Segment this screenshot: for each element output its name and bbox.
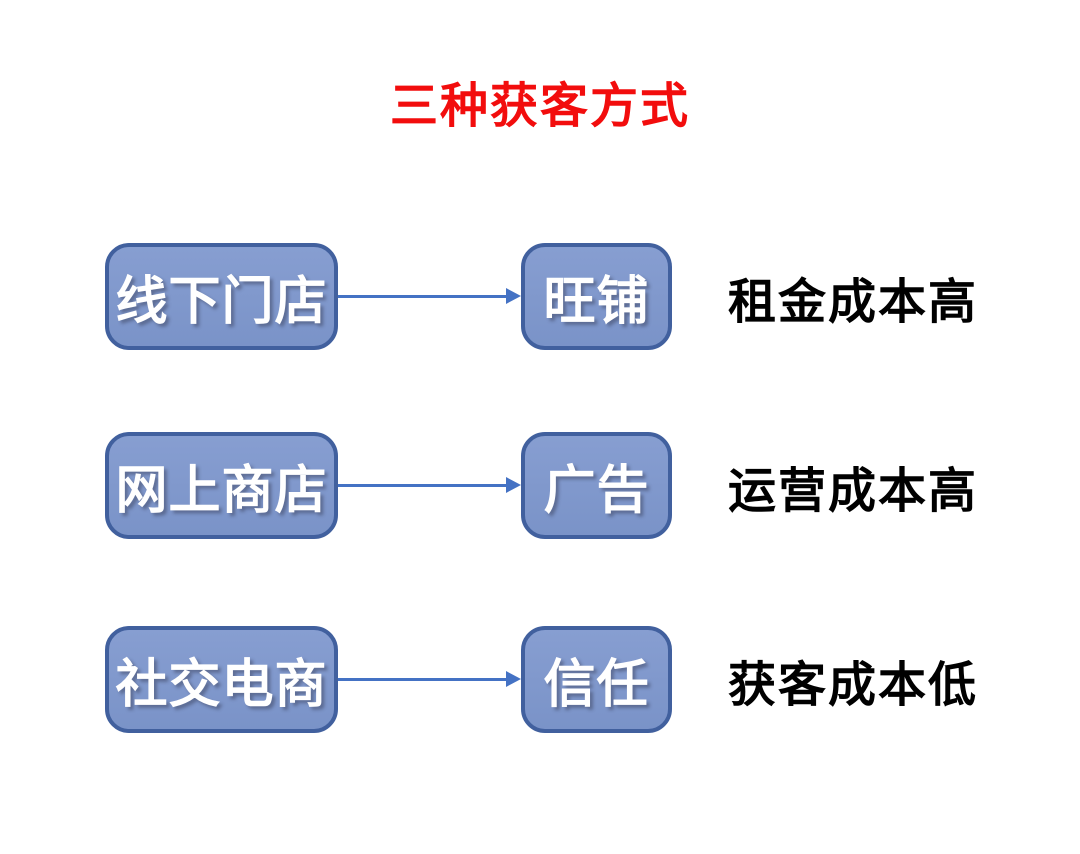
cost-note: 租金成本高	[728, 275, 979, 329]
right-arrow-icon	[338, 626, 521, 733]
source-box-social-commerce: 社交电商	[105, 626, 338, 733]
result-box-label: 旺铺	[543, 273, 650, 331]
right-arrow-icon	[338, 243, 521, 350]
flow-row-offline-store: 线下门店 旺铺 租金成本高	[0, 243, 1080, 350]
result-box-trust: 信任	[521, 626, 672, 733]
arrow-head	[506, 671, 521, 687]
arrow-line	[338, 678, 510, 681]
source-box-label: 网上商店	[115, 462, 328, 520]
result-box-label: 信任	[543, 656, 650, 714]
result-box-advertising: 广告	[521, 432, 672, 539]
source-box-label: 社交电商	[115, 656, 328, 714]
flow-row-online-shop: 网上商店 广告 运营成本高	[0, 432, 1080, 539]
flow-row-social-commerce: 社交电商 信任 获客成本低	[0, 626, 1080, 733]
source-box-offline-store: 线下门店	[105, 243, 338, 350]
source-box-online-shop: 网上商店	[105, 432, 338, 539]
cost-note: 运营成本高	[728, 464, 979, 518]
result-box-storefront: 旺铺	[521, 243, 672, 350]
source-box-label: 线下门店	[115, 273, 328, 331]
arrow-head	[506, 288, 521, 304]
cost-note: 获客成本低	[728, 658, 979, 712]
arrow-line	[338, 484, 510, 487]
right-arrow-icon	[338, 432, 521, 539]
arrow-head	[506, 477, 521, 493]
page-title: 三种获客方式	[389, 80, 690, 133]
arrow-line	[338, 295, 510, 298]
result-box-label: 广告	[543, 462, 650, 520]
